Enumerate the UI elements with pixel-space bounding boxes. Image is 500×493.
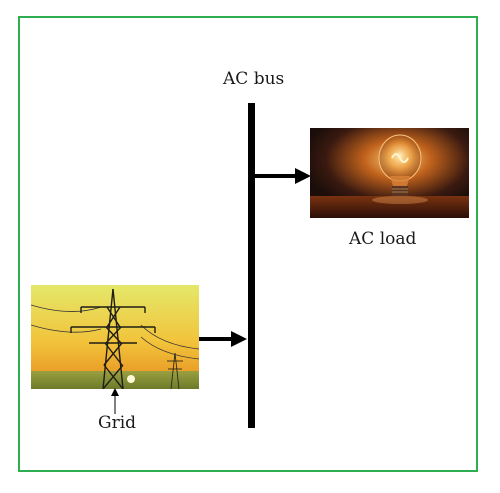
light-bulb-image (310, 128, 469, 218)
grid-to-bus-arrow (199, 331, 247, 347)
grid-label: Grid (98, 413, 137, 433)
ac-bus-label: AC bus (223, 69, 285, 89)
ac-load-label: AC load (349, 229, 417, 249)
power-pylon-image (31, 285, 199, 389)
grid-pointer-arrow (111, 388, 119, 414)
ac-bus-line (248, 103, 255, 428)
bus-to-load-arrow (255, 168, 311, 184)
